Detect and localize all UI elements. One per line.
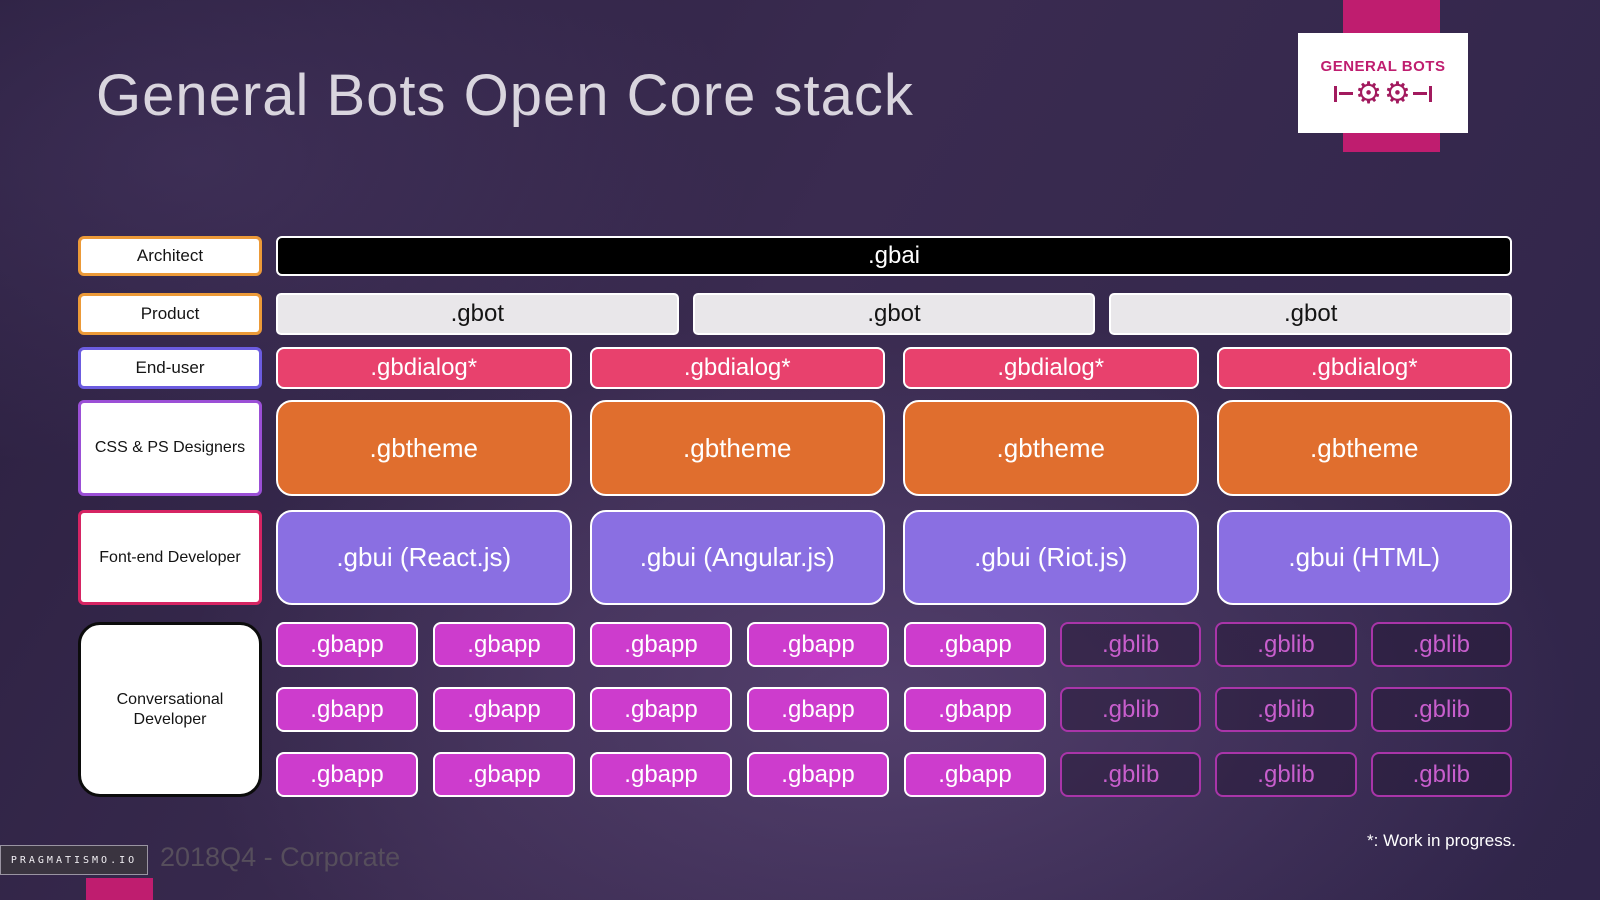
gbapp-box: .gbapp xyxy=(433,622,575,667)
gear-bar-icon xyxy=(1334,85,1338,102)
gblib-box: .gblib xyxy=(1370,687,1512,732)
gbapp-box: .gbapp xyxy=(904,622,1046,667)
gear-bar-icon xyxy=(1428,85,1432,102)
gbui-box: .gbui (Angular.js) xyxy=(589,510,885,605)
gbdialog-box: .gbdialog* xyxy=(276,347,572,389)
logo-text: GENERAL BOTS xyxy=(1320,57,1446,75)
gblib-box: .gblib xyxy=(1060,752,1202,797)
row-gbot: .gbot .gbot .gbot xyxy=(276,293,1513,335)
row-gbdialog: .gbdialog* .gbdialog* .gbdialog* .gbdial… xyxy=(276,347,1512,389)
role-label-conversational-developer: Conversational Developer xyxy=(78,622,262,797)
gbui-box: .gbui (HTML) xyxy=(1216,510,1512,605)
gbot-box: .gbot xyxy=(276,293,679,335)
corner-accent xyxy=(86,878,153,900)
gblib-box: .gblib xyxy=(1060,622,1202,667)
gbapp-box: .gbapp xyxy=(433,752,575,797)
gbapp-box: .gbapp xyxy=(276,622,418,667)
gbapp-box: .gbapp xyxy=(276,687,418,732)
gbui-box: .gbui (React.js) xyxy=(276,510,572,605)
gbapp-box: .gbapp xyxy=(433,687,575,732)
gbai-box: .gbai xyxy=(276,236,1512,276)
footer-caption: 2018Q4 - Corporate xyxy=(160,842,401,872)
gblib-grid: .gblib .gblib .gblib .gblib .gblib .gbli… xyxy=(1060,622,1512,797)
gear-bar-icon xyxy=(1412,92,1427,95)
gbtheme-box: .gbtheme xyxy=(903,400,1199,496)
gbapp-box: .gbapp xyxy=(747,687,889,732)
gbot-box: .gbot xyxy=(692,293,1096,335)
role-label-product: Product xyxy=(78,293,262,335)
gbtheme-box: .gbtheme xyxy=(1216,400,1512,496)
work-in-progress-note: *: Work in progress. xyxy=(1367,831,1516,850)
gblib-box: .gblib xyxy=(1060,687,1202,732)
gbapp-box: .gbapp xyxy=(590,687,732,732)
gbapp-grid: .gbapp .gbapp .gbapp .gbapp .gbapp .gbap… xyxy=(276,622,1046,797)
page-title: General Bots Open Core stack xyxy=(96,63,914,128)
row-gbai: .gbai xyxy=(276,236,1512,276)
gblib-box: .gblib xyxy=(1215,752,1357,797)
gbdialog-box: .gbdialog* xyxy=(589,347,885,389)
role-label-designers: CSS & PS Designers xyxy=(78,400,262,496)
gblib-box: .gblib xyxy=(1215,622,1357,667)
role-label-frontend-developer: Font-end Developer xyxy=(78,510,262,605)
gblib-box: .gblib xyxy=(1215,687,1357,732)
gbapp-box: .gbapp xyxy=(747,752,889,797)
role-label-end-user: End-user xyxy=(78,347,262,389)
gears-icon: ⚙⚙ xyxy=(1334,76,1432,110)
gbapp-box: .gbapp xyxy=(276,752,418,797)
pragmatismo-logo: PRAGMATISMO.IO xyxy=(0,845,148,875)
gbdialog-box: .gbdialog* xyxy=(903,347,1199,389)
gbapp-box: .gbapp xyxy=(590,752,732,797)
gear-icon: ⚙ xyxy=(1355,76,1382,110)
row-gbtheme: .gbtheme .gbtheme .gbtheme .gbtheme xyxy=(276,400,1512,496)
gbapp-box: .gbapp xyxy=(747,622,889,667)
gblib-box: .gblib xyxy=(1370,622,1512,667)
gbui-box: .gbui (Riot.js) xyxy=(903,510,1199,605)
gbapp-box: .gbapp xyxy=(590,622,732,667)
role-label-architect: Architect xyxy=(78,236,262,276)
gbapp-box: .gbapp xyxy=(904,752,1046,797)
gbtheme-box: .gbtheme xyxy=(589,400,885,496)
gear-icon: ⚙ xyxy=(1384,76,1411,110)
general-bots-logo: GENERAL BOTS ⚙⚙ xyxy=(1298,33,1468,133)
gbtheme-box: .gbtheme xyxy=(276,400,572,496)
gblib-box: .gblib xyxy=(1370,752,1512,797)
row-gbui: .gbui (React.js) .gbui (Angular.js) .gbu… xyxy=(276,510,1512,605)
gbapp-box: .gbapp xyxy=(904,687,1046,732)
gbdialog-box: .gbdialog* xyxy=(1216,347,1512,389)
gear-bar-icon xyxy=(1339,92,1354,95)
gbot-box: .gbot xyxy=(1109,293,1513,335)
